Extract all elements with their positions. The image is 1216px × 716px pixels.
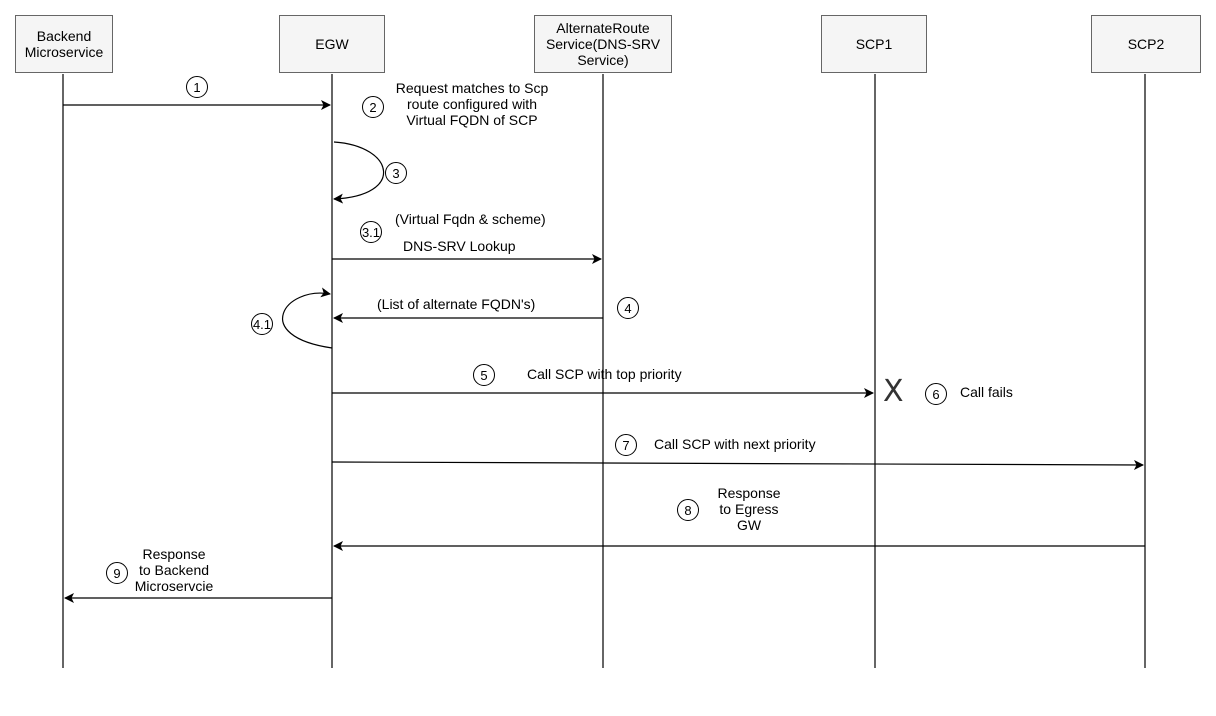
step-8-label: Response to Egress GW [717, 485, 781, 533]
step-3-1-label-bottom: DNS-SRV Lookup [403, 238, 516, 254]
step-4-label: (List of alternate FQDN's) [377, 296, 536, 312]
step-8-number: 8 [677, 499, 699, 521]
arrow-step-3-self [333, 141, 385, 204]
arrow-step-7 [331, 459, 1144, 470]
actor-backend-box: Backend Microservice [15, 15, 113, 73]
step-9-label: Response to Backend Microservcie [134, 546, 214, 594]
step-3-1-number: 3.1 [360, 221, 382, 243]
step-5-label: Call SCP with top priority [527, 366, 682, 382]
actor-alternate-route-box: AlternateRoute Service(DNS-SRV Service) [534, 15, 672, 73]
step-2-label: Request matches to Scp route configured … [395, 80, 549, 128]
actor-alternate-route-label: AlternateRoute Service(DNS-SRV Service) [545, 20, 661, 68]
step-9-number: 9 [106, 562, 128, 584]
step-4-1-number: 4.1 [251, 313, 273, 335]
step-5-number: 5 [473, 364, 495, 386]
step-4-number: 4 [617, 297, 639, 319]
step-3-number: 3 [385, 162, 407, 184]
step-3-1-label-top: (Virtual Fqdn & scheme) [395, 211, 546, 227]
actor-scp1-label: SCP1 [855, 36, 893, 52]
actor-egw-label: EGW [315, 36, 349, 52]
step-1-number: 1 [186, 76, 208, 98]
actor-egw-box: EGW [279, 15, 385, 73]
actor-scp1-box: SCP1 [821, 15, 927, 73]
actor-scp2-label: SCP2 [1127, 36, 1165, 52]
step-6-label: Call fails [960, 384, 1013, 400]
arrow-step-4-1-self [282, 287, 333, 349]
actor-scp2-box: SCP2 [1091, 15, 1201, 73]
actor-backend-label: Backend Microservice [24, 28, 104, 60]
step-7-label: Call SCP with next priority [654, 436, 816, 452]
step-6-number: 6 [925, 383, 947, 405]
call-fails-x-icon: X [883, 374, 904, 409]
step-7-number: 7 [615, 434, 637, 456]
step-2-number: 2 [362, 96, 384, 118]
